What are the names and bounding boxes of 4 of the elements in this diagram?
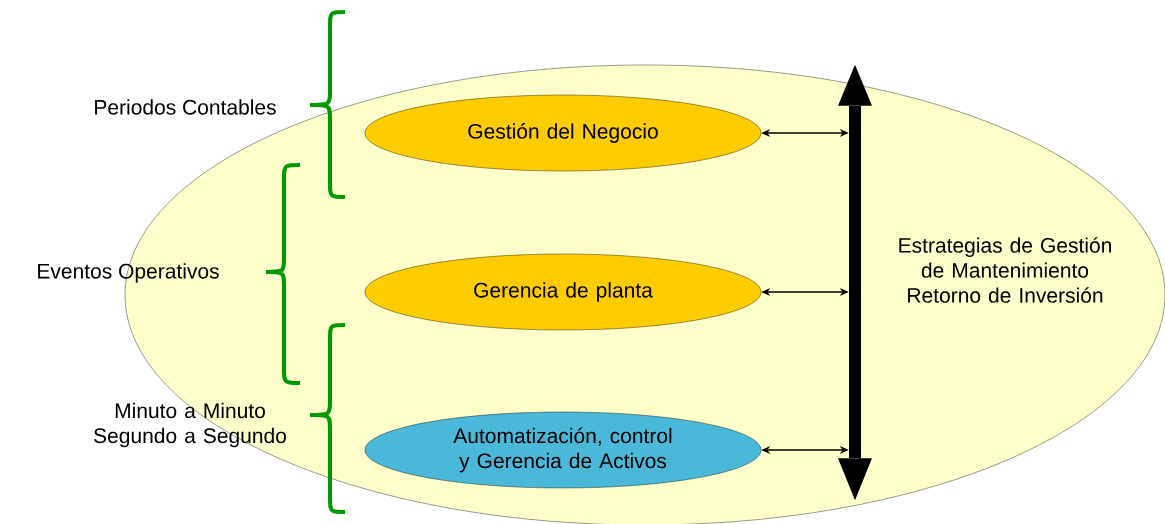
bracket-label: Periodos Contables xyxy=(95,99,276,115)
vertical-double-arrow xyxy=(838,64,872,501)
bracket-label: Minuto a Minuto Segundo a Segundo xyxy=(94,402,286,448)
bracket-label: Eventos Operativos xyxy=(38,263,219,283)
